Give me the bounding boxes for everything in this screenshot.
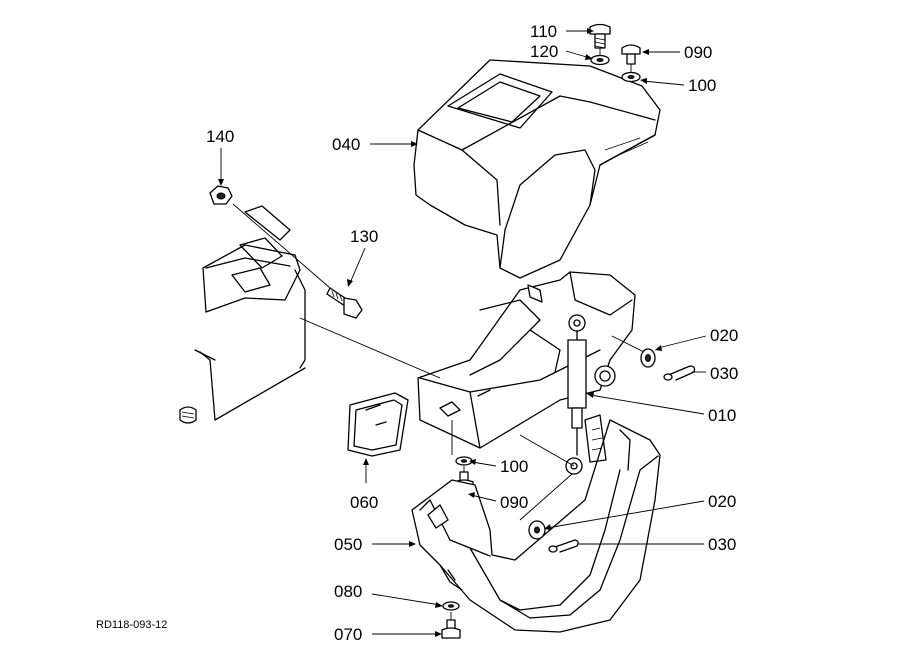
- screw-part-070: [441, 619, 461, 639]
- clip-part-030-upper: [663, 365, 696, 381]
- callout-070: 070: [334, 625, 362, 644]
- callout-090-middle: 090: [500, 493, 528, 512]
- frame-part-010: [417, 271, 636, 449]
- bolt-part-110: [589, 23, 611, 49]
- washer-part-020-upper: [640, 348, 656, 368]
- callout-labels: 110 120 090 100 040 140 130 020 030 010 …: [96, 22, 738, 644]
- callout-130: 130: [350, 227, 378, 246]
- callout-030-upper: 030: [710, 364, 738, 383]
- callout-110: 110: [530, 22, 557, 41]
- bolt-part-130: [326, 287, 363, 319]
- washer-part-120: [590, 54, 610, 66]
- callout-030-lower: 030: [708, 535, 736, 554]
- callout-040: 040: [332, 135, 360, 154]
- callout-140: 140: [206, 127, 234, 146]
- cover-plate-part-060: [347, 392, 409, 457]
- callout-leaders: [218, 28, 707, 637]
- callout-080: 080: [334, 582, 362, 601]
- clip-part-030-lower: [548, 539, 579, 553]
- callout-090-top: 090: [684, 43, 712, 62]
- callout-050: 050: [334, 535, 362, 554]
- callout-100-top: 100: [688, 76, 716, 95]
- callout-010: 010: [708, 406, 736, 425]
- washer-part-020-lower: [528, 520, 546, 540]
- callout-060: 060: [350, 493, 378, 512]
- upper-cover-part-040: [413, 59, 661, 279]
- nut-part-140: [209, 185, 233, 205]
- pedal-bracket-assembly: [179, 205, 306, 424]
- screw-part-090-top: [621, 44, 641, 65]
- drawing-reference-code: RD118-093-12: [96, 619, 167, 631]
- callout-020-lower: 020: [708, 492, 736, 511]
- callout-120: 120: [530, 42, 558, 61]
- callout-020-upper: 020: [710, 326, 738, 345]
- gas-strut: [565, 314, 587, 475]
- washer-part-080: [442, 601, 460, 611]
- lower-cover-part-050: [411, 414, 661, 633]
- assembly-lines: [232, 48, 645, 620]
- callout-100-middle: 100: [500, 457, 528, 476]
- washer-part-100-top: [621, 71, 641, 83]
